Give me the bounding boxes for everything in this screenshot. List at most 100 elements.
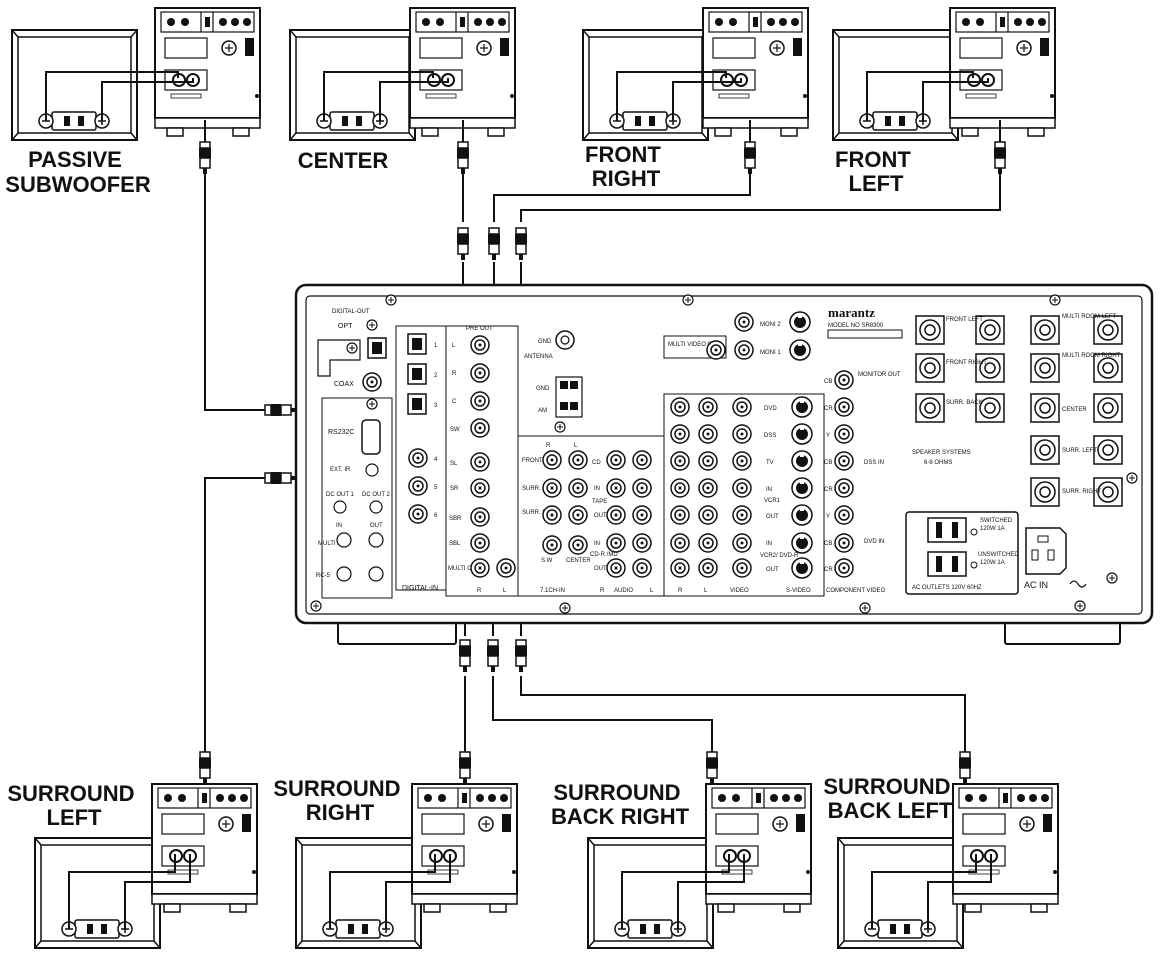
monitor-out-label: MONITOR OUT	[858, 372, 901, 378]
label-front-left: FRONT LEFT	[835, 147, 917, 196]
antenna-gnd-label: GND	[536, 386, 550, 392]
pre-out-sl-label: SL	[450, 461, 458, 467]
pre-out-l-label: L	[452, 343, 456, 349]
video-vcr1-label: VCR1	[764, 498, 781, 504]
audio-l-label: L	[650, 588, 654, 594]
video-vcr2-out-label: OUT	[766, 567, 779, 573]
multi-rc-in-label: IN	[336, 523, 342, 529]
coax-label: COAX	[334, 381, 354, 388]
digital-in-6-label: 6	[434, 513, 438, 519]
tape-label: TAPE	[592, 499, 607, 505]
audio-inputs-section: R L FRONT SURR. SURR. BACK S.W CENTER 7.…	[517, 435, 665, 597]
spk-multi-room-right-label: MULTI ROOM RIGHT	[1062, 353, 1121, 359]
dc-out-1-label: DC OUT 1	[326, 492, 355, 498]
label-surround-right: SURROUND RIGHT	[273, 776, 406, 825]
digital-in-3-label: 3	[434, 403, 438, 409]
switched-rating-label: 120W 1A	[980, 526, 1005, 532]
digital-in-1-label: 1	[434, 343, 438, 349]
pre-out-sw-label: SW	[450, 427, 460, 433]
ch71-l-label: L	[574, 443, 578, 449]
ch71-front-label: FRONT	[522, 458, 543, 464]
antenna-label: ANTENNA	[524, 354, 553, 360]
label-center: CENTER	[298, 148, 389, 173]
ch71-surr-label: SURR.	[522, 486, 541, 492]
pre-out-multi-label: MULTI OUT	[448, 566, 480, 572]
digital-out-label: DIGITAL-OUT	[332, 309, 370, 315]
label-surround-back-right: SURROUND BACK RIGHT	[551, 780, 690, 829]
moni-1-label: MONI 1	[760, 350, 781, 356]
ch71-in-label: 7.1CH-IN	[540, 588, 565, 594]
video-dss-label: DSS	[764, 433, 776, 439]
video-vcr1-in-label: IN	[766, 487, 772, 493]
spk-surr-left-label: SURR. LEFT	[1062, 448, 1097, 454]
pre-out-c-label: C	[452, 399, 457, 405]
label-passive-subwoofer: PASSIVE SUBWOOFER	[5, 147, 151, 197]
antenna-section: GND ANTENNA GND AM	[524, 330, 583, 433]
pre-out-sr-label: SR	[450, 486, 459, 492]
pre-out-sbl-label: SBL	[449, 541, 461, 547]
comp-cb-1-label: CB	[824, 379, 832, 385]
audio-r-label: R	[600, 588, 605, 594]
digital-in-5-label: 5	[434, 485, 438, 491]
multi-rc-out-label: OUT	[370, 523, 383, 529]
ch71-sw-label: S.W	[541, 558, 553, 564]
tape-out-label: OUT	[594, 513, 607, 519]
video-l-label: L	[704, 588, 708, 594]
comp-cb-3-label: CB	[824, 541, 832, 547]
pre-out-r-label: R	[452, 371, 457, 377]
spk-multi-room-left-label: MULTI ROOM LEFT	[1062, 314, 1117, 320]
cdr-in-label: IN	[594, 541, 600, 547]
multi-out-l-label: L	[503, 588, 507, 594]
ac-in-label: AC IN	[1024, 580, 1048, 590]
speaker-wires-bottom	[68, 854, 992, 929]
brand-plate: marantz MODEL NO SR8300	[827, 305, 903, 339]
unswitched-label: UNSWITCHED	[978, 552, 1019, 558]
speaker-wires-top	[45, 71, 989, 121]
video-label: VIDEO	[730, 588, 749, 594]
digital-section: DIGITAL-OUT OPT COAX RS232C EXT. IR DC O…	[316, 309, 447, 599]
speaker-terminals-section: FRONT LEFT FRONT RIGHT SURR. BACK MULTI …	[912, 314, 1123, 507]
s-video-label: S-VIDEO	[786, 588, 811, 594]
video-vcr2-label: VCR2/ DVD-R	[760, 553, 799, 559]
comp-cr-3-label: CR	[824, 567, 833, 573]
antenna-gnd-top-label: GND	[538, 339, 552, 345]
label-surround-left: SURROUND LEFT	[7, 781, 140, 830]
ac-outlets-label: AC OUTLETS 120V 60HZ	[912, 585, 982, 591]
speaker-ohms-label: 6-8 OHMS	[924, 460, 952, 466]
moni-2-label: MONI 2	[760, 322, 781, 328]
digital-in-4-label: 4	[434, 457, 438, 463]
multi-rc-label: MULTI RC	[318, 541, 347, 547]
opt-label: OPT	[338, 323, 353, 330]
video-vcr1-out-label: OUT	[766, 514, 779, 520]
spk-center-label: CENTER	[1062, 407, 1087, 413]
ch71-surr-back-label: SURR. BACK	[522, 510, 559, 516]
pre-out-label: PRE OUT	[466, 326, 493, 332]
model-label: MODEL NO SR8300	[828, 323, 884, 329]
video-dvd-label: DVD	[764, 406, 777, 412]
label-front-right: FRONT RIGHT	[585, 142, 667, 191]
digital-in-2-label: 2	[434, 373, 438, 379]
pre-out-sbr-label: SBR	[449, 516, 462, 522]
label-surround-back-left: SURROUND BACK LEFT	[823, 774, 956, 823]
multi-out-r-label: R	[477, 588, 482, 594]
tape-in-label: IN	[594, 486, 600, 492]
video-section: MULTI VIDEO OUT MONI 2 MONI 1 DVD DSS TV…	[663, 311, 825, 597]
speaker-systems-label: SPEAKER SYSTEMS	[912, 450, 971, 456]
video-r-label: R	[678, 588, 683, 594]
antenna-am-label: AM	[538, 408, 547, 414]
digital-in-label: DIGITAL-IN	[402, 585, 438, 592]
receiver-rear-panel: DIGITAL-OUT OPT COAX RS232C EXT. IR DC O…	[294, 283, 1154, 645]
comp-cb-2-label: CB	[824, 460, 832, 466]
brand-logo: marantz	[828, 305, 875, 320]
dss-in-label: DSS IN	[864, 460, 884, 466]
video-vcr2-in-label: IN	[766, 541, 772, 547]
comp-y-2-label: Y	[826, 514, 830, 520]
spk-surr-back-label: SURR. BACK	[946, 400, 983, 406]
speaker-unit-passive-subwoofer	[11, 7, 261, 141]
rc5-label: RC-5	[316, 573, 331, 579]
multi-video-out-label: MULTI VIDEO OUT	[668, 342, 721, 348]
cd-label: CD	[592, 460, 601, 466]
switched-label: SWITCHED	[980, 518, 1013, 524]
ext-ir-label: EXT. IR	[330, 467, 351, 473]
